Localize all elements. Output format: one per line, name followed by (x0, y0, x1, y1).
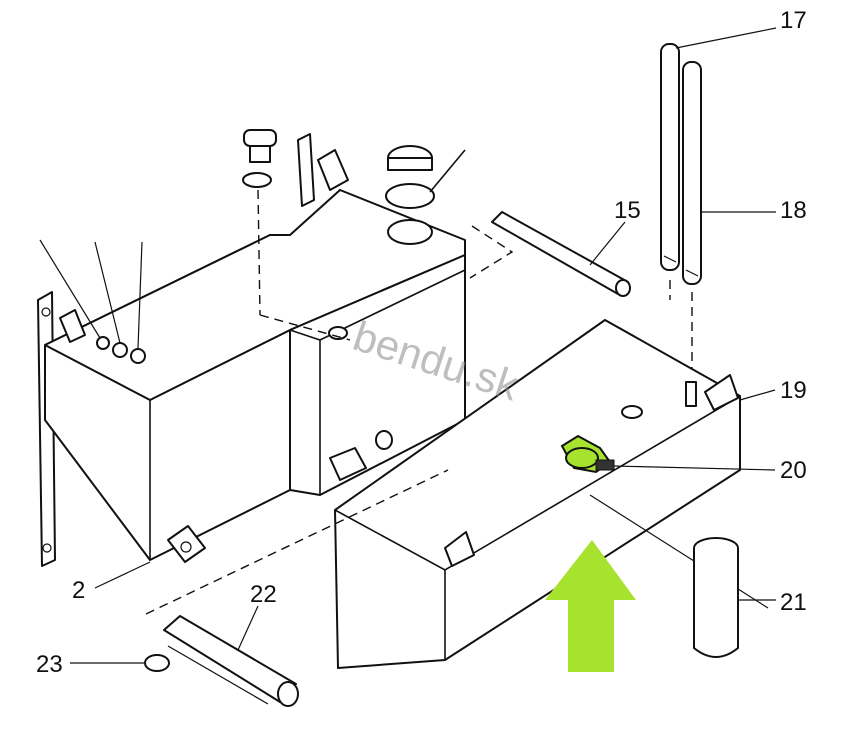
hose-22 (145, 469, 449, 707)
left-tank (37, 189, 466, 567)
callout-22: 22 (250, 581, 277, 608)
right-tank-foot-bracket (444, 531, 475, 567)
top-strap (297, 133, 315, 207)
sender-flange (387, 219, 433, 245)
highlight-arrow-icon (545, 540, 636, 672)
tube-thread (685, 269, 699, 277)
tube-thread (663, 255, 677, 263)
right-tank-bracket (704, 374, 739, 411)
pipe-guide-line (469, 225, 514, 279)
outlet-stub-end (375, 430, 393, 450)
tube-18 (682, 61, 702, 285)
strap-hole-icon (41, 307, 51, 317)
callout-2: 2 (72, 577, 85, 604)
leader-line (39, 239, 101, 339)
callout-18: 18 (780, 197, 807, 224)
filler-neck (621, 405, 643, 419)
cap-washer (242, 172, 272, 188)
top-bracket (59, 309, 86, 343)
washer-icon (112, 342, 128, 358)
tube-socket (685, 381, 697, 407)
tap-spout (595, 459, 615, 471)
leader-line (429, 149, 466, 193)
leader-line (739, 389, 776, 401)
sender-gasket (385, 183, 435, 209)
washer-icon (96, 336, 110, 350)
top-strap-bracket (317, 149, 349, 191)
pipe-15-end (615, 279, 631, 297)
nut-icon (130, 348, 146, 364)
callout-23: 23 (36, 651, 63, 678)
middle-tank (289, 133, 466, 496)
tube-17 (660, 43, 680, 271)
strap-hole-icon (42, 543, 52, 553)
middle-tank-top-edge (289, 269, 466, 341)
left-tank-top (44, 189, 466, 401)
hose-end (277, 681, 299, 707)
leader-line (167, 645, 269, 705)
cap-thread (249, 145, 271, 163)
leader-line (675, 27, 777, 49)
strainer-body (693, 548, 739, 658)
leader-line (237, 605, 259, 651)
left-tank-foot-bracket (167, 525, 206, 563)
leader-line (94, 241, 121, 344)
middle-tank-front (289, 254, 466, 496)
leader-line (589, 221, 626, 266)
clamp-23 (70, 654, 170, 672)
leader-line (94, 561, 151, 589)
callout-21: 21 (780, 589, 807, 616)
sender-top-body (387, 157, 433, 171)
tap-body (565, 447, 599, 469)
leader-line (613, 465, 776, 471)
pipe-15-body (491, 211, 629, 295)
callout-20: 20 (780, 457, 807, 484)
strainer-21 (693, 537, 776, 658)
sender-unit (385, 145, 466, 245)
filler-cap (242, 129, 351, 341)
cap-head (243, 129, 277, 147)
bracket-hole-icon (180, 541, 192, 553)
cap-guide-line (259, 314, 351, 341)
callout-19: 19 (780, 377, 807, 404)
leader-line (137, 241, 143, 349)
right-tank (334, 319, 776, 669)
pipe-15 (469, 211, 631, 297)
outlet-stub (329, 447, 367, 481)
drain-tap (560, 434, 776, 609)
hose-clamp (144, 654, 170, 672)
callout-15: 15 (614, 197, 641, 224)
hose-guide-line (145, 469, 449, 615)
callout-17: 17 (780, 7, 807, 34)
dip-tubes (660, 27, 777, 370)
cap-guide-line (257, 189, 261, 316)
hose-body (163, 615, 297, 703)
